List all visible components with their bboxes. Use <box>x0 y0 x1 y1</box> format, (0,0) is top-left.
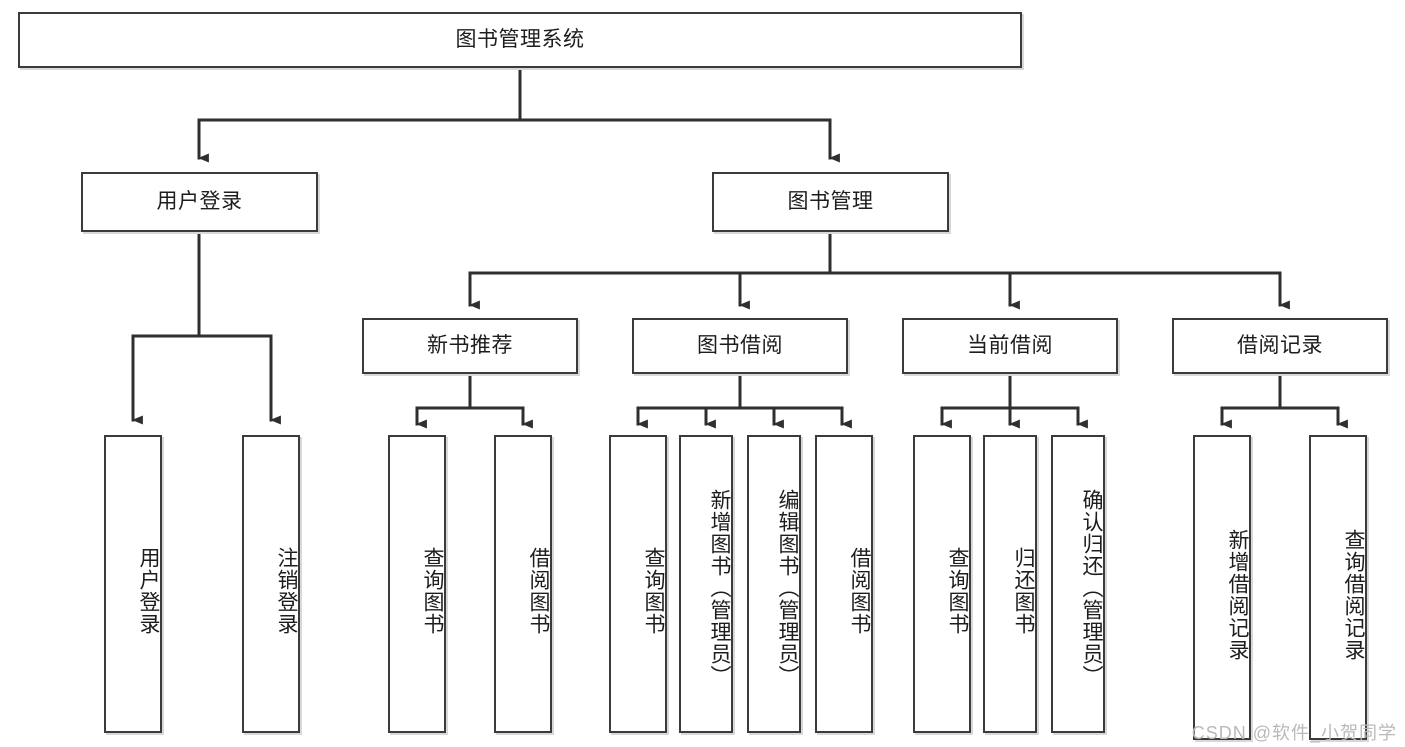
node-leaf-query-book-2-label: 查询图书 <box>642 547 665 635</box>
node-leaf-user-login-label: 用户登录 <box>137 547 160 635</box>
node-leaf-add-book[interactable]: 新增图书（管理员） <box>679 435 733 733</box>
node-leaf-query-book-3-label: 查询图书 <box>946 547 969 635</box>
node-leaf-confirm-return-label: 确认归还（管理员） <box>1080 489 1103 687</box>
node-leaf-user-login[interactable]: 用户登录 <box>104 435 162 733</box>
node-user-login[interactable]: 用户登录 <box>81 172 318 232</box>
node-current-borrow-label: 当前借阅 <box>967 334 1053 358</box>
node-leaf-borrow-book-2-label: 借阅图书 <box>848 547 871 635</box>
node-leaf-user-logout[interactable]: 注销登录 <box>242 435 300 733</box>
node-root[interactable]: 图书管理系统 <box>18 12 1022 68</box>
node-leaf-borrow-book-1-label: 借阅图书 <box>527 547 550 635</box>
node-leaf-return-book[interactable]: 归还图书 <box>983 435 1037 733</box>
node-leaf-confirm-return[interactable]: 确认归还（管理员） <box>1051 435 1105 733</box>
node-leaf-query-book-3[interactable]: 查询图书 <box>913 435 971 733</box>
node-leaf-borrow-book-1[interactable]: 借阅图书 <box>494 435 552 733</box>
node-leaf-add-record[interactable]: 新增借阅记录 <box>1193 435 1251 740</box>
node-book-borrow[interactable]: 图书借阅 <box>632 318 848 374</box>
node-leaf-user-logout-label: 注销登录 <box>275 547 298 635</box>
node-user-login-label: 用户登录 <box>156 190 243 214</box>
watermark: CSDN @软件_小贺同学 <box>1191 723 1397 743</box>
node-new-book-recommend-label: 新书推荐 <box>427 334 513 358</box>
node-book-manage-label: 图书管理 <box>787 190 874 214</box>
node-leaf-edit-book-label: 编辑图书（管理员） <box>776 489 799 687</box>
node-leaf-edit-book[interactable]: 编辑图书（管理员） <box>747 435 801 733</box>
node-book-borrow-label: 图书借阅 <box>697 334 783 358</box>
node-book-manage[interactable]: 图书管理 <box>712 172 949 232</box>
node-leaf-query-record[interactable]: 查询借阅记录 <box>1309 435 1367 740</box>
node-leaf-return-book-label: 归还图书 <box>1012 547 1035 635</box>
node-leaf-add-book-label: 新增图书（管理员） <box>708 489 731 687</box>
node-leaf-query-record-label: 查询借阅记录 <box>1342 528 1365 661</box>
node-root-label: 图书管理系统 <box>455 28 585 52</box>
node-borrow-record[interactable]: 借阅记录 <box>1172 318 1388 374</box>
node-leaf-add-record-label: 新增借阅记录 <box>1226 528 1249 661</box>
node-leaf-query-book-1[interactable]: 查询图书 <box>388 435 446 733</box>
node-leaf-query-book-2[interactable]: 查询图书 <box>609 435 667 733</box>
node-borrow-record-label: 借阅记录 <box>1237 334 1323 358</box>
node-new-book-recommend[interactable]: 新书推荐 <box>362 318 578 374</box>
node-current-borrow[interactable]: 当前借阅 <box>902 318 1118 374</box>
node-leaf-borrow-book-2[interactable]: 借阅图书 <box>815 435 873 733</box>
node-leaf-query-book-1-label: 查询图书 <box>421 547 444 635</box>
